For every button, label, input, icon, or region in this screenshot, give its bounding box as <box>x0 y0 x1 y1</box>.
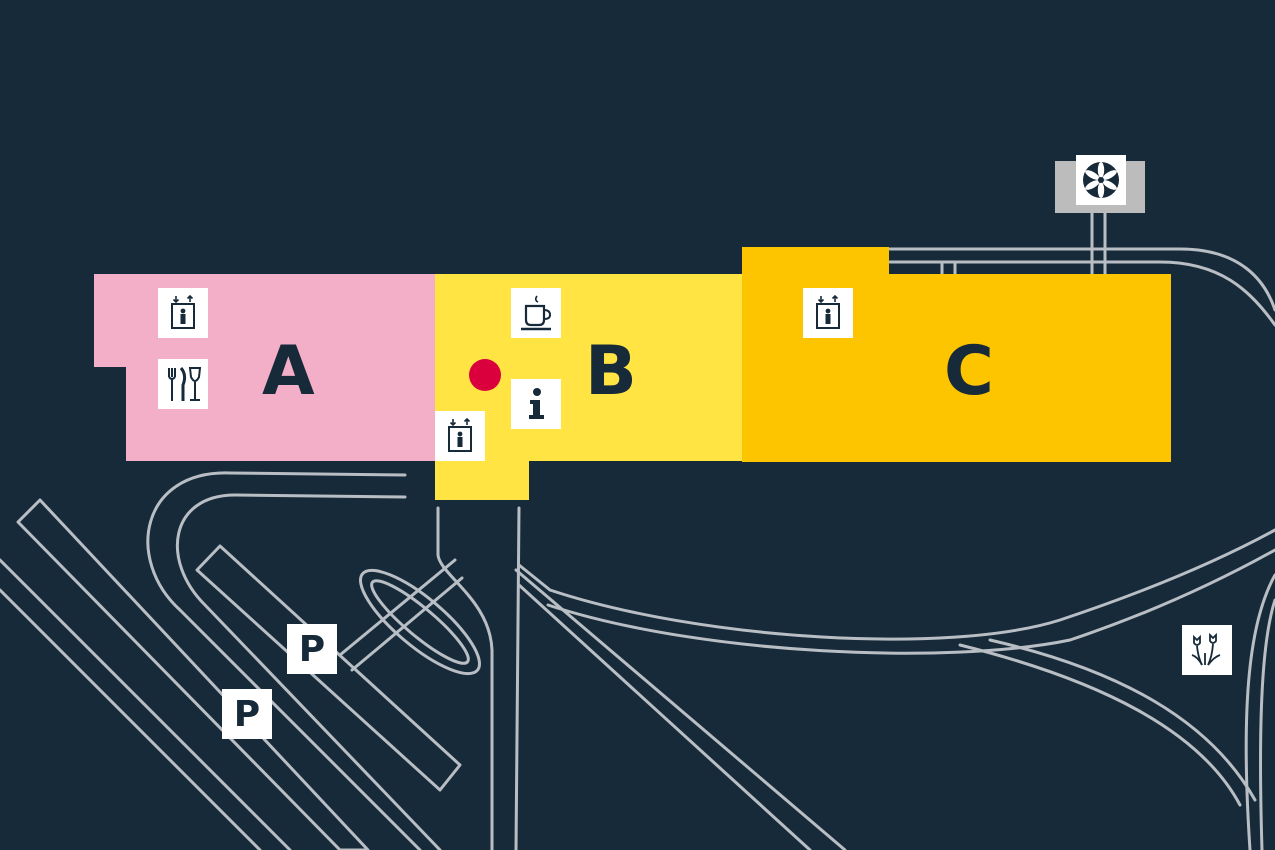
restaurant-icon <box>168 367 202 401</box>
service-road <box>888 260 1275 327</box>
road-lane <box>0 558 292 850</box>
parking-sign[interactable]: P <box>287 624 337 674</box>
zone-b-entrance[interactable] <box>435 460 529 500</box>
main-road <box>546 548 1275 655</box>
branch-road <box>988 638 1257 802</box>
elevator-icon <box>448 417 472 452</box>
road-lane <box>514 568 847 850</box>
parking-sign[interactable]: P <box>222 689 272 739</box>
flower-emblem-icon <box>1083 162 1119 198</box>
you-are-here-marker <box>469 359 501 391</box>
zone-a-block[interactable] <box>94 274 435 367</box>
elevator-icon <box>171 294 195 329</box>
roundabout <box>370 579 470 665</box>
loop-road <box>175 493 442 850</box>
tulips-icon <box>1191 632 1221 666</box>
roundabout <box>359 568 481 676</box>
road-lane <box>350 576 464 672</box>
road-lane <box>0 588 262 850</box>
coffee-cup-icon <box>521 295 552 331</box>
parking-strip <box>16 498 370 850</box>
entrance-road <box>436 506 494 850</box>
zone-b-label: B <box>585 332 637 411</box>
elevator-icon-c[interactable] <box>803 288 853 338</box>
information-icon[interactable] <box>511 379 561 429</box>
entrance-road <box>514 506 521 850</box>
branch-road <box>1244 573 1275 850</box>
zone-a-label: A <box>262 332 315 411</box>
information-icon <box>529 388 544 419</box>
parking-strip <box>195 544 462 792</box>
flower-emblem-icon[interactable] <box>1076 155 1126 205</box>
main-road <box>517 528 1275 641</box>
service-road <box>888 247 1275 312</box>
road-lane <box>338 558 457 657</box>
cafe-icon[interactable] <box>511 288 561 338</box>
elevator-icon <box>816 294 840 329</box>
branch-road <box>958 643 1242 807</box>
road-lane <box>517 583 812 850</box>
elevator-icon-b[interactable] <box>435 411 485 461</box>
restaurant-icon[interactable] <box>158 359 208 409</box>
branch-road <box>1259 598 1275 850</box>
loop-road <box>146 471 422 850</box>
garden-icon[interactable] <box>1182 625 1232 675</box>
zone-c-label: C <box>944 332 994 411</box>
elevator-icon-a[interactable] <box>158 288 208 338</box>
zone-c-wing[interactable] <box>742 247 889 275</box>
